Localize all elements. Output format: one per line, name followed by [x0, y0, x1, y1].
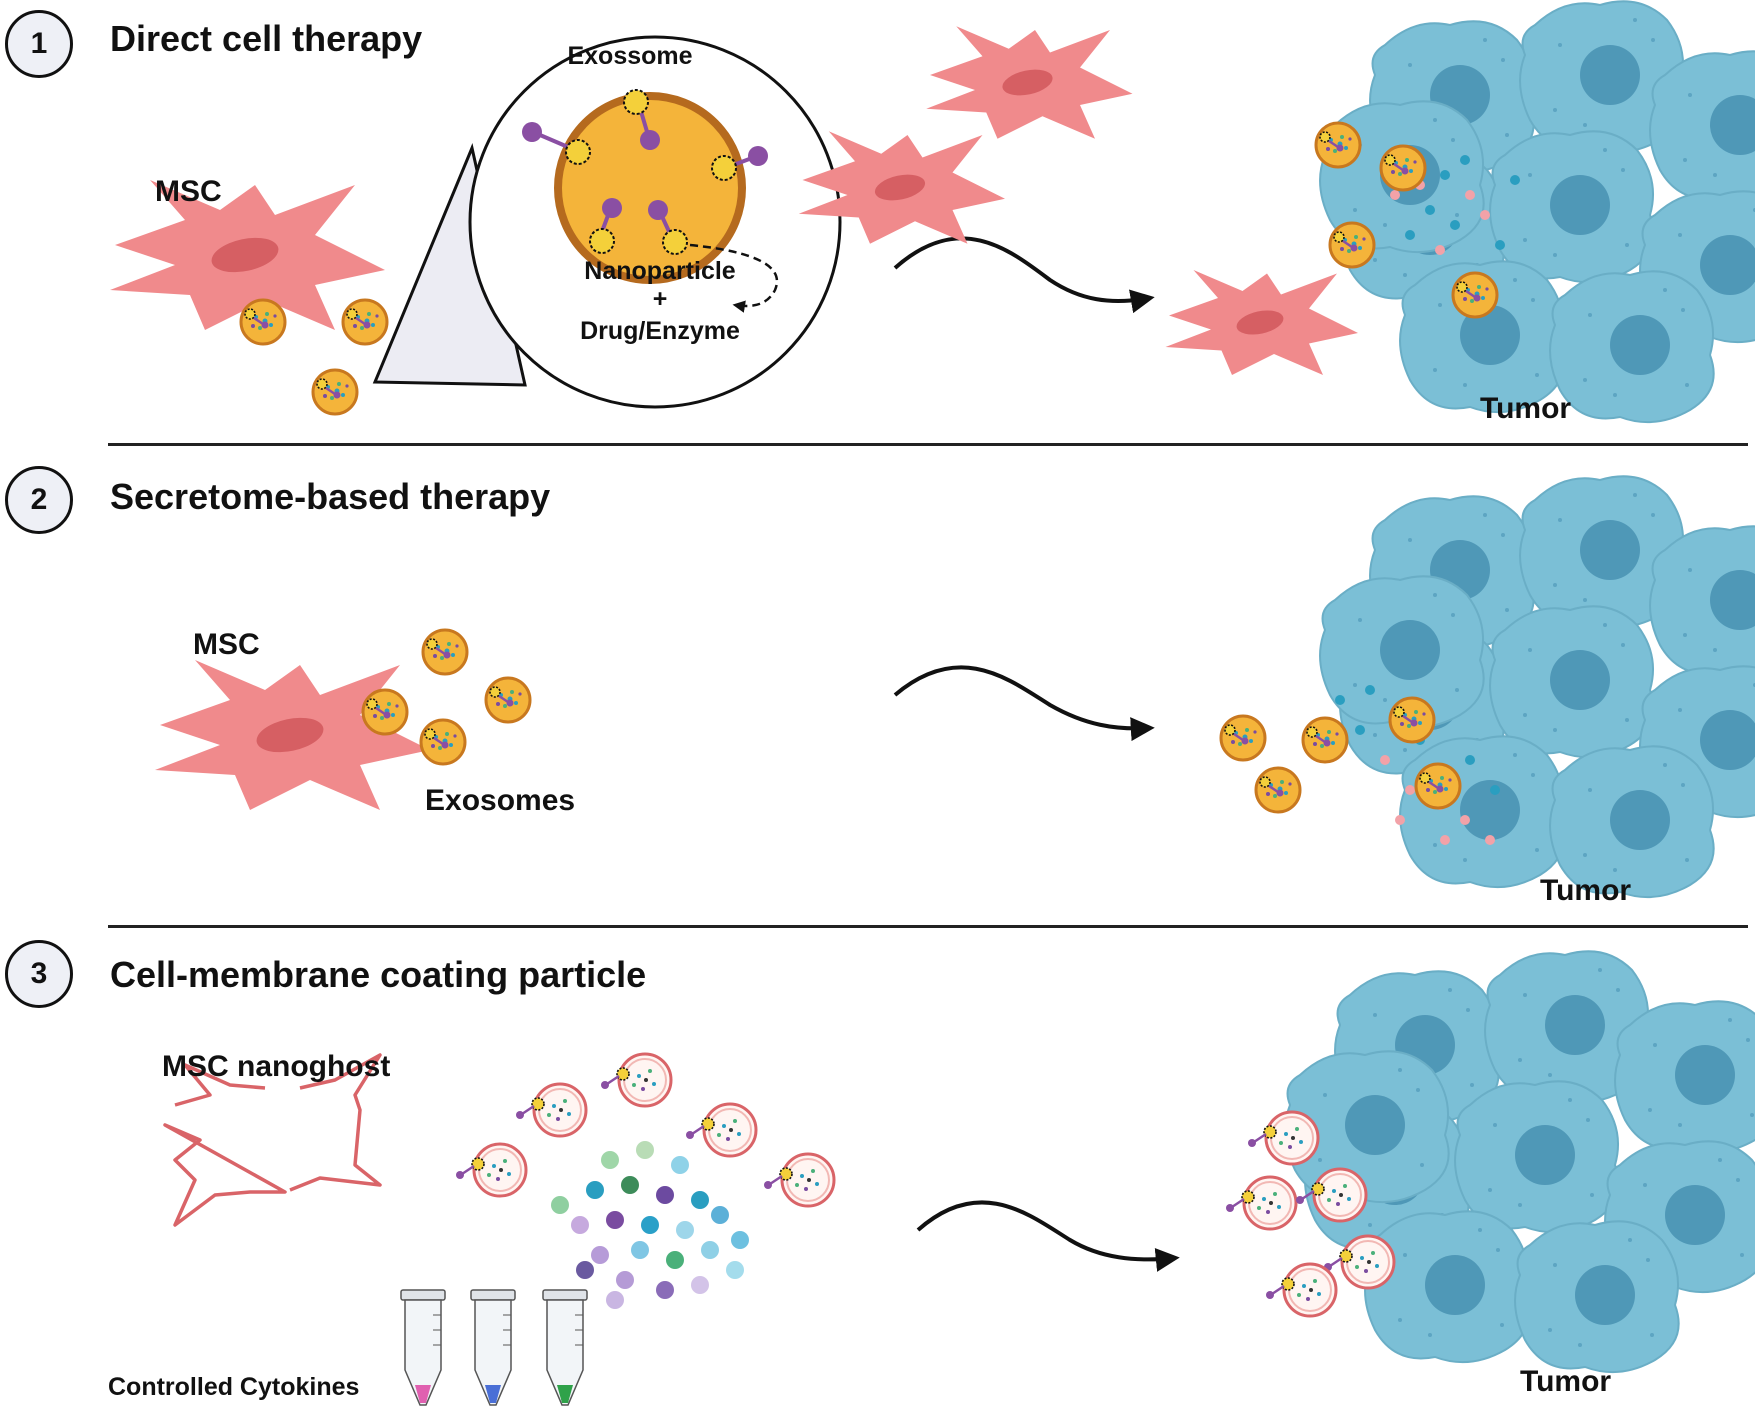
- exosomes-label: Exosomes: [425, 784, 576, 817]
- exosome: [421, 628, 469, 676]
- exosome-inset: [468, 35, 842, 409]
- exosome: [361, 688, 409, 736]
- inset-caption-line2: +: [652, 285, 668, 313]
- panel-1-number: 1: [5, 10, 73, 78]
- tumor-label: Tumor: [1540, 874, 1632, 907]
- panel-2-title: Secretome-based therapy: [110, 476, 551, 517]
- tumor-label: Tumor: [1520, 1365, 1612, 1398]
- panel-3: [163, 951, 1755, 1406]
- tumor-mass: [1285, 951, 1755, 1372]
- exosome: [1301, 716, 1349, 764]
- flow-arrow: [893, 236, 1155, 314]
- exosome: [341, 298, 389, 346]
- exosome: [311, 368, 359, 416]
- exosome: [239, 298, 287, 346]
- msc-label: MSC: [193, 628, 260, 661]
- coated-particle: [454, 1142, 528, 1198]
- exosome: [484, 676, 532, 724]
- exosome: [1379, 144, 1427, 192]
- exosome: [1314, 121, 1362, 169]
- msc-label: MSC: [155, 175, 222, 208]
- divider: [108, 443, 1748, 446]
- nanoghost-label: MSC nanoghost: [162, 1050, 391, 1083]
- msc-nanoghost: [163, 1053, 382, 1227]
- exosome: [1219, 714, 1267, 762]
- coated-particle: [514, 1082, 588, 1138]
- panel-2: [155, 476, 1755, 897]
- released-particles: [1390, 155, 1520, 255]
- msc-cell: [926, 26, 1133, 139]
- cytokine-particles: [551, 1141, 749, 1309]
- flow-arrow: [916, 1200, 1180, 1272]
- coated-particle: [762, 1152, 836, 1208]
- tumor-label: Tumor: [1480, 392, 1572, 425]
- exosome: [1254, 766, 1302, 814]
- tumor-mass: [1320, 1, 1755, 422]
- inset-caption-line1: Nanoparticle: [584, 257, 736, 285]
- cytokines-label: Controlled Cytokines: [108, 1373, 360, 1401]
- coated-particle: [599, 1052, 673, 1108]
- panel-2-number: 2: [5, 466, 73, 534]
- inset-title: Exossome: [567, 42, 693, 70]
- panel-1: [110, 1, 1755, 422]
- exosome: [419, 718, 467, 766]
- panel-3-number: 3: [5, 940, 73, 1008]
- panel-3-title: Cell-membrane coating particle: [110, 954, 647, 995]
- exosome: [1328, 221, 1376, 269]
- divider: [108, 925, 1748, 928]
- exosome: [1388, 696, 1436, 744]
- coated-particle: [1264, 1262, 1338, 1318]
- tumor-mass: [1320, 476, 1755, 897]
- flow-arrow: [893, 665, 1155, 742]
- msc-cell: [1165, 270, 1358, 375]
- panel-1-title: Direct cell therapy: [110, 18, 423, 59]
- inset-caption-line3: Drug/Enzyme: [580, 317, 740, 345]
- coated-particle: [1224, 1175, 1298, 1231]
- exosome: [1451, 271, 1499, 319]
- exosome: [1414, 762, 1462, 810]
- coated-particle: [684, 1102, 758, 1158]
- coated-particle: [1246, 1110, 1320, 1166]
